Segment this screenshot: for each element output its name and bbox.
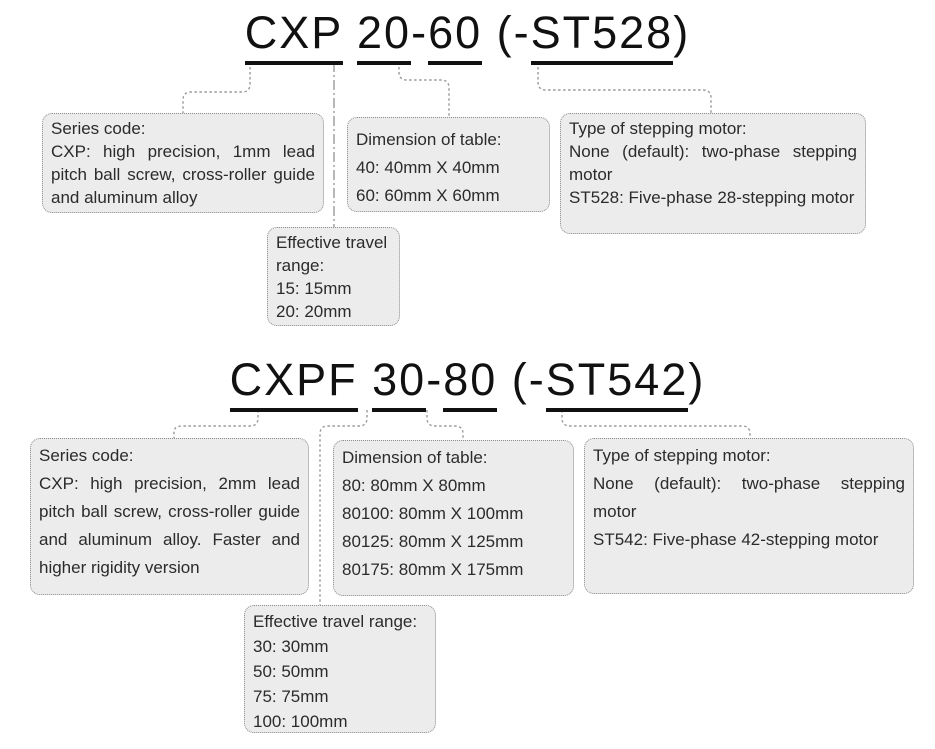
box-heading: Effective travel range:: [253, 612, 418, 631]
dimension-of-table-box-2: Dimension of table: 80: 80mm X 80mm 8010…: [333, 440, 574, 596]
box-line: 80100: 80mm X 100mm: [342, 504, 524, 523]
box-line: 60: 60mm X 60mm: [356, 186, 500, 205]
model-separator: -: [411, 7, 429, 58]
model-segment-series: CXP: [244, 7, 343, 65]
box-line: 15: 15mm: [276, 279, 352, 298]
travel-range-box-2: Effective travel range: 30: 30mm 50: 50m…: [244, 605, 436, 733]
model-separator: ): [688, 354, 706, 405]
box-heading: Dimension of table:: [342, 448, 488, 467]
model-separator: [358, 354, 373, 405]
box-heading: Type of stepping motor:: [569, 119, 747, 138]
model-separator: -: [426, 354, 444, 405]
model-segment-dimension: 60: [428, 7, 483, 65]
box-line: 80175: 80mm X 175mm: [342, 560, 524, 579]
model-segment-travel: 30: [372, 354, 427, 412]
model-number-title-cxp: CXP 20-60 (-ST528): [0, 7, 935, 65]
connector-series-code-1: [182, 62, 251, 114]
box-line: 80125: 80mm X 125mm: [342, 532, 524, 551]
travel-range-box-1: Effective travel range: 15: 15mm 20: 20m…: [267, 227, 400, 326]
box-paragraph: None (default): two-phase stepping motor: [569, 142, 857, 184]
box-heading: Series code:: [51, 119, 146, 138]
connector-dimension-1: [398, 62, 450, 118]
model-segment-travel: 20: [357, 7, 412, 65]
model-separator: [343, 7, 358, 58]
box-heading: Series code:: [39, 446, 134, 465]
connector-motor-type-2: [561, 410, 751, 439]
box-heading: Effective travel range:: [276, 233, 388, 275]
model-segment-motor: ST528: [530, 7, 674, 65]
box-line: 75: 75mm: [253, 687, 329, 706]
box-paragraph: ST528: Five-phase 28-stepping motor: [569, 188, 855, 207]
box-body: CXP: high precision, 2mm lead pitch ball…: [39, 474, 300, 577]
model-segment-motor: ST542: [545, 354, 689, 412]
box-heading: Dimension of table:: [356, 130, 502, 149]
box-line: 20: 20mm: [276, 302, 352, 321]
box-heading: Type of stepping motor:: [593, 446, 771, 465]
series-code-box-1: Series code: CXP: high precision, 1mm le…: [42, 113, 324, 213]
stepping-motor-box-2: Type of stepping motor: None (default): …: [584, 438, 914, 594]
series-code-box-2: Series code: CXP: high precision, 2mm le…: [30, 438, 309, 595]
box-line: 40: 40mm X 40mm: [356, 158, 500, 177]
box-paragraph: None (default): two-phase stepping motor: [593, 474, 905, 521]
stepping-motor-box-1: Type of stepping motor: None (default): …: [560, 113, 866, 234]
model-segment-series: CXPF: [229, 354, 358, 412]
box-body: CXP: high precision, 1mm lead pitch ball…: [51, 142, 315, 207]
box-line: 80: 80mm X 80mm: [342, 476, 486, 495]
box-line: 30: 30mm: [253, 637, 329, 656]
model-number-title-cxpf: CXPF 30-80 (-ST542): [0, 354, 935, 412]
connector-series-code-2: [173, 410, 259, 439]
box-paragraph: ST542: Five-phase 42-stepping motor: [593, 530, 879, 549]
model-separator: (-: [482, 7, 531, 58]
model-separator: ): [673, 7, 691, 58]
box-line: 100: 100mm: [253, 712, 348, 731]
model-separator: (-: [497, 354, 546, 405]
dimension-of-table-box-1: Dimension of table: 40: 40mm X 40mm 60: …: [347, 117, 550, 212]
connector-travel-range-2: [319, 410, 368, 606]
model-segment-dimension: 80: [443, 354, 498, 412]
connector-dimension-2: [426, 410, 464, 441]
box-line: 50: 50mm: [253, 662, 329, 681]
connector-motor-type-1: [537, 62, 712, 114]
